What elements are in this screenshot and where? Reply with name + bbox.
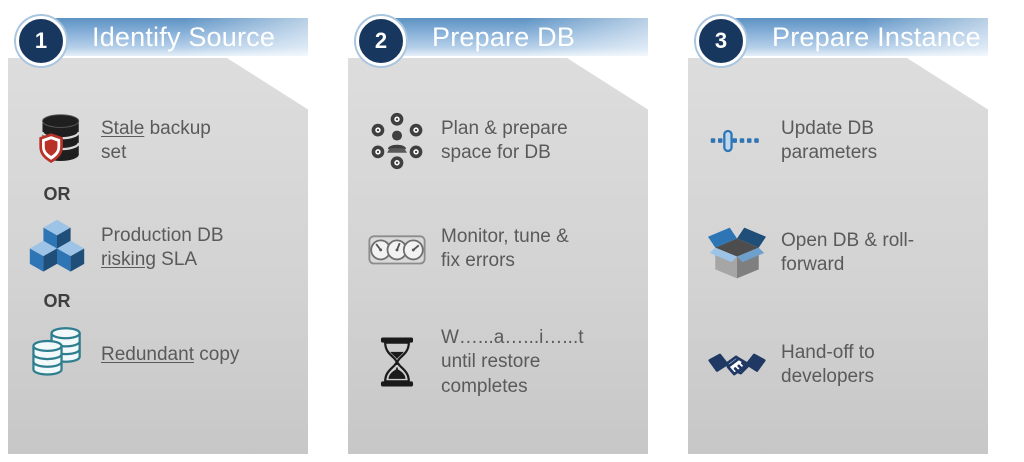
- step-column-identify-source: Stale backup set OR: [8, 8, 310, 454]
- item-label: Monitor, tune & fix errors: [441, 225, 569, 271]
- gears-team-icon: [366, 110, 428, 172]
- slider-parameters-icon: [706, 110, 768, 172]
- step-header: Identify Source: [32, 18, 308, 56]
- hourglass-icon: [366, 331, 428, 393]
- item-label: Open DB & roll- forward: [781, 229, 915, 275]
- list-item: Stale backup set: [26, 110, 308, 172]
- list-item: W…...a…...i…...t until restore completes: [366, 326, 648, 399]
- cubes-icon: [26, 217, 88, 279]
- list-item: Hand-off to developers: [706, 334, 988, 396]
- list-item: Redundant copy: [26, 324, 308, 386]
- step-header: Prepare Instance: [712, 18, 988, 56]
- step-number-badge: 1: [16, 16, 66, 66]
- step-header: Prepare DB: [372, 18, 648, 56]
- step-title: Prepare DB: [432, 22, 576, 52]
- step-number-badge: 3: [696, 16, 746, 66]
- database-copy-icon: [26, 324, 88, 386]
- step-column-prepare-db: Plan & prepare space for DB: [348, 8, 650, 454]
- step-number-badge: 2: [356, 16, 406, 66]
- item-label: Plan & prepare space for DB: [441, 117, 568, 163]
- list-item: Update DB parameters: [706, 110, 988, 172]
- item-label: W…...a…...i…...t until restore completes: [441, 327, 584, 397]
- item-label: Update DB parameters: [781, 117, 878, 163]
- handshake-icon: [706, 334, 768, 396]
- step-panel: Plan & prepare space for DB: [348, 58, 648, 454]
- database-shield-icon: [26, 110, 88, 172]
- step-content: Stale backup set OR: [8, 58, 308, 386]
- or-separator: OR: [43, 291, 71, 311]
- step-panel: Update DB parameters: [688, 58, 988, 454]
- list-item: Production DB risking SLA: [26, 217, 308, 279]
- step-content: Update DB parameters: [688, 58, 988, 396]
- step-content: Plan & prepare space for DB: [348, 58, 648, 399]
- list-item: Plan & prepare space for DB: [366, 110, 648, 172]
- item-label: Production DB risking SLA: [101, 224, 224, 270]
- step-panel: Stale backup set OR: [8, 58, 308, 454]
- item-label: Redundant copy: [101, 343, 240, 365]
- step-column-prepare-instance: Update DB parameters: [688, 8, 990, 454]
- gauges-icon: [366, 218, 428, 280]
- open-box-icon: [706, 222, 768, 284]
- list-item: Open DB & roll- forward: [706, 222, 988, 284]
- item-label: Stale backup set: [101, 117, 211, 163]
- step-title: Identify Source: [92, 22, 276, 52]
- or-separator: OR: [43, 184, 71, 204]
- step-title: Prepare Instance: [772, 22, 981, 52]
- list-item: Monitor, tune & fix errors: [366, 218, 648, 280]
- item-label: Hand-off to developers: [781, 341, 875, 387]
